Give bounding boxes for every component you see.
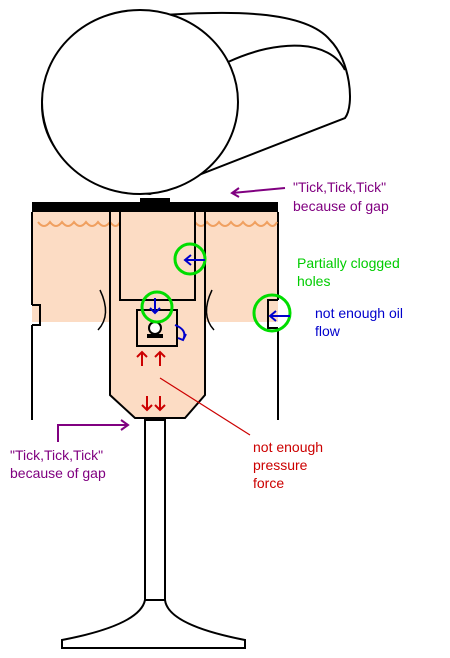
valve xyxy=(61,419,246,649)
pressure-label-line3: force xyxy=(253,475,284,491)
oil-flow-label-line1: not enough oil xyxy=(315,305,403,321)
left-oil-port xyxy=(32,304,41,326)
valve-head xyxy=(61,599,246,649)
oil-wave-right xyxy=(194,220,278,227)
clogged-label-line2: holes xyxy=(297,273,330,289)
tick-bottom-line2: because of gap xyxy=(10,465,106,481)
check-ball xyxy=(148,321,162,335)
left-groove xyxy=(97,289,107,331)
clogged-label-line1: Partially clogged xyxy=(297,255,400,271)
right-groove xyxy=(205,289,215,331)
right-oil-port xyxy=(267,299,278,329)
oil-arrow-down-icon xyxy=(149,298,161,315)
oil-arrow-curve-icon xyxy=(174,324,187,342)
oil-flow-arrows xyxy=(149,254,290,342)
cam-nose-edge xyxy=(227,44,346,71)
check-spring xyxy=(147,334,163,338)
pressure-arrow-down-left-icon xyxy=(141,396,153,412)
cap-contact xyxy=(140,198,170,204)
pressure-label-line2: pressure xyxy=(253,457,308,473)
clog-marker-side xyxy=(252,293,292,333)
tick-bottom-line1: "Tick,Tick,Tick" xyxy=(10,447,103,463)
gap-pointer-top-icon xyxy=(230,187,286,198)
clog-marker-middle xyxy=(140,290,174,324)
inner-chamber xyxy=(119,212,196,301)
oil-wave-left xyxy=(37,220,121,227)
tick-top-line1: "Tick,Tick,Tick" xyxy=(293,179,386,195)
gap-pointer-bottom-icon xyxy=(57,419,130,442)
oil-arrow-side-icon xyxy=(268,310,290,322)
oil-flow-label-line2: flow xyxy=(315,323,341,339)
cam-base-circle xyxy=(41,9,239,195)
tick-top-line2: because of gap xyxy=(293,198,389,214)
pressure-arrow-down-right-icon xyxy=(154,396,166,412)
pressure-pointer-line xyxy=(159,377,251,436)
lifter-top-cap xyxy=(32,202,278,212)
oil-arrow-upper-icon xyxy=(183,254,205,266)
pressure-label-line1: not enough xyxy=(253,439,323,455)
plunger-outline xyxy=(109,212,206,419)
pressure-arrow-up-left-icon xyxy=(136,350,148,366)
gap-pointers xyxy=(57,187,286,442)
pressure-arrow-up-right-icon xyxy=(154,350,166,366)
camshaft-lobe xyxy=(40,9,351,196)
valve-stem xyxy=(144,419,166,601)
pressure-arrows xyxy=(136,350,166,412)
